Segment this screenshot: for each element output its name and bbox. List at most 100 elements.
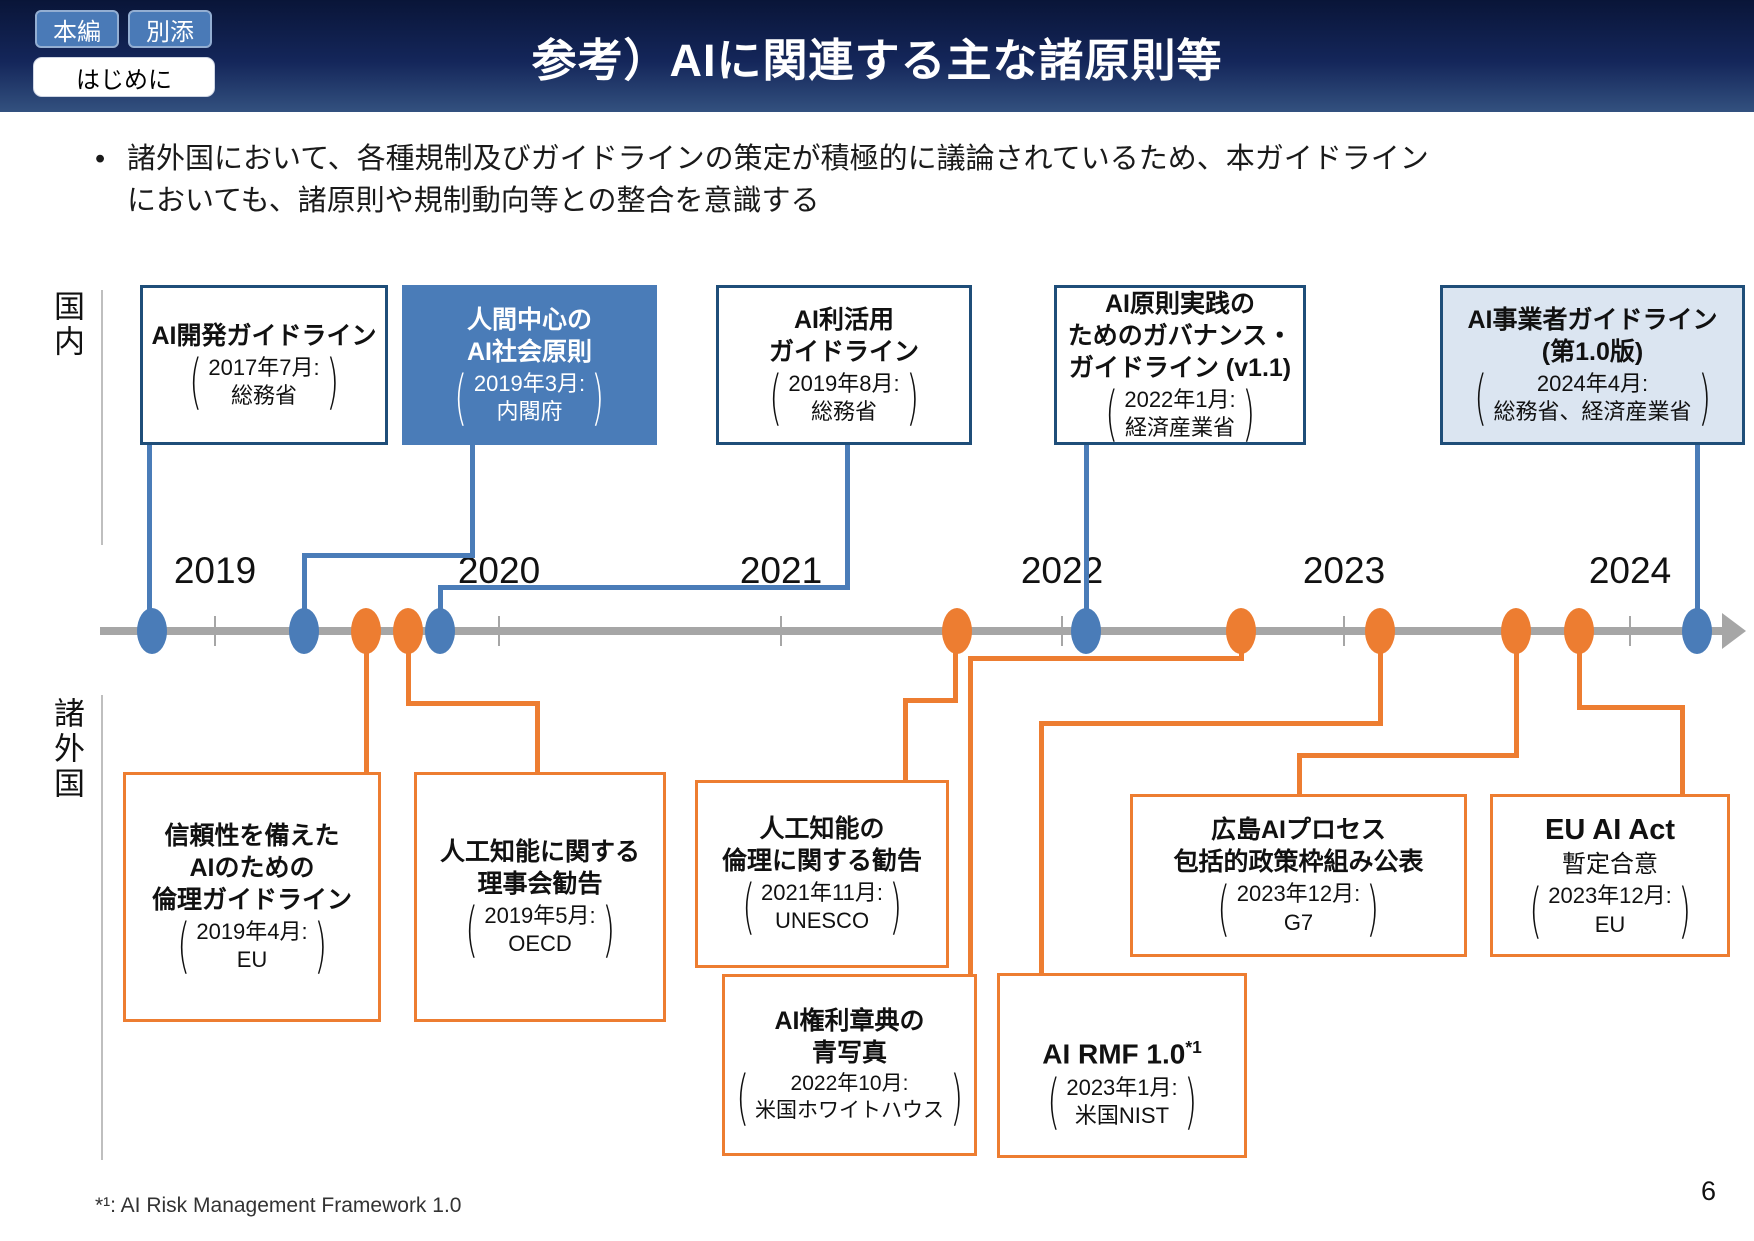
year-label-2024: 2024 xyxy=(1588,550,1672,591)
event-box-ai-utilization-guideline: AI利活用 ガイドライン ( 2019年8月: 総務省 ) xyxy=(716,285,972,445)
connector-g7-h xyxy=(1297,753,1519,758)
bracket-right: ) xyxy=(325,347,339,417)
row-label-foreign: 諸外国 xyxy=(49,697,84,802)
event-title: 人工知能に関する 理事会勧告 xyxy=(439,837,640,898)
bracket-right: ) xyxy=(313,911,327,981)
timeline-tick xyxy=(780,616,782,646)
connector-human-centric-v1 xyxy=(470,445,475,558)
intro-text: 諸外国において、各種規制及びガイドラインの策定が積極的に議論されているため、本ガ… xyxy=(127,143,1429,218)
event-date: 2023年12月: xyxy=(1236,881,1361,907)
event-date: 2023年1月: xyxy=(1066,1075,1178,1101)
connector-eu-act-v1 xyxy=(1577,631,1582,710)
connector-unesco-v1 xyxy=(953,631,958,703)
connector-g7-v1 xyxy=(1514,631,1519,758)
connector-nist-h xyxy=(1039,721,1383,726)
connector-g7-v2 xyxy=(1297,753,1302,794)
header-bar: 本編 別添 はじめに 参考）AIに関連する主な諸原則等 xyxy=(0,0,1754,112)
bracket-left: ( xyxy=(1105,379,1119,449)
dot-ai-dev-guideline xyxy=(137,608,167,654)
event-org: OECD xyxy=(508,931,572,956)
event-org: 総務省 xyxy=(810,399,877,424)
page-title: 参考）AIに関連する主な諸原則等 xyxy=(531,35,1223,86)
event-title: AI RMF 1.0*1 xyxy=(1042,1037,1202,1070)
event-title: AI権利章典の 青写真 xyxy=(774,1007,925,1067)
tab-honpen[interactable]: 本編 xyxy=(35,10,119,48)
event-box-eu-ethics-guideline: 信頼性を備えた AIのための 倫理ガイドライン ( 2019年4月: EU ) xyxy=(123,772,381,1022)
event-note: ( 2023年1月: 米国NIST ) xyxy=(1042,1067,1202,1138)
event-box-ai-bill-of-rights: AI権利章典の 青写真 ( 2022年10月: 米国ホワイトハウス ) xyxy=(722,974,977,1156)
event-title: 人工知能の 倫理に関する勧告 xyxy=(721,814,922,875)
row-divider-foreign xyxy=(101,695,103,1160)
bracket-right: ) xyxy=(889,872,903,942)
connector-eu-act-v2 xyxy=(1680,705,1685,794)
dot-oecd xyxy=(393,608,423,654)
event-date: 2024年4月: xyxy=(1536,370,1649,396)
bracket-right: ) xyxy=(1678,875,1691,946)
bracket-right: ) xyxy=(591,363,605,433)
event-box-ai-dev-guideline: AI開発ガイドライン ( 2017年7月: 総務省 ) xyxy=(140,285,388,445)
connector-governance xyxy=(1084,445,1089,631)
footnote: *¹: AI Risk Management Framework 1.0 xyxy=(95,1194,462,1217)
dot-ai-utilization xyxy=(425,608,455,654)
dot-g7 xyxy=(1501,608,1531,654)
event-note: ( 2019年4月: EU ) xyxy=(172,911,332,981)
timeline-tick xyxy=(1343,616,1345,646)
event-title: EU AI Act xyxy=(1545,814,1675,847)
connector-unesco-h xyxy=(903,698,958,703)
event-box-human-centric-principles: 人間中心の AI社会原則 ( 2019年3月: 内閣府 ) xyxy=(402,285,657,445)
event-org: EU xyxy=(1594,911,1626,937)
event-org: UNESCO xyxy=(774,908,870,933)
dot-white-house xyxy=(1226,608,1256,654)
event-box-hiroshima-ai-process: 広島AIプロセス 包括的政策枠組み公表 ( 2023年12月: G7 ) xyxy=(1130,794,1467,957)
connector-human-centric-v2 xyxy=(302,553,307,631)
connector-human-centric-h xyxy=(302,553,475,558)
connector-ai-business xyxy=(1695,445,1700,631)
event-box-eu-ai-act: EU AI Act 暫定合意 ( 2023年12月: EU ) xyxy=(1490,794,1730,957)
event-note: ( 2023年12月: G7 ) xyxy=(1212,879,1384,939)
event-subtitle: 暫定合意 xyxy=(1562,851,1658,879)
row-divider-domestic xyxy=(101,290,103,545)
event-org: 総務省、経済産業省 xyxy=(1493,399,1692,424)
bracket-left: ( xyxy=(454,363,468,433)
dot-eu-ethics xyxy=(351,608,381,654)
event-title: AI事業者ガイドライン (第1.0版) xyxy=(1467,305,1718,366)
tab-hajimeni[interactable]: はじめに xyxy=(33,57,215,97)
event-title: 人間中心の AI社会原則 xyxy=(466,305,592,366)
event-title: 広島AIプロセス 包括的政策枠組み公表 xyxy=(1173,816,1424,877)
connector-ai-dev xyxy=(147,445,152,631)
row-label-domestic: 国内 xyxy=(49,290,84,360)
timeline-tick xyxy=(214,616,216,646)
event-org: EU xyxy=(236,947,268,972)
event-note: ( 2017年7月: 総務省 ) xyxy=(184,347,344,417)
dot-eu-ai-act xyxy=(1564,608,1594,654)
connector-utilization-v1 xyxy=(845,445,850,590)
bracket-left: ( xyxy=(1047,1067,1061,1138)
event-date: 2019年4月: xyxy=(196,918,308,944)
tab-betten[interactable]: 別添 xyxy=(128,10,212,48)
footnote-ref: *1 xyxy=(1185,1037,1202,1058)
dot-human-centric xyxy=(289,608,319,654)
connector-white-house-v2 xyxy=(968,656,973,974)
event-note: ( 2021年11月: UNESCO ) xyxy=(737,872,908,942)
year-label-2023: 2023 xyxy=(1302,550,1386,591)
bracket-right: ) xyxy=(950,1063,964,1133)
bracket-left: ( xyxy=(1529,875,1542,946)
event-date: 2023年12月: xyxy=(1548,883,1672,909)
bracket-right: ) xyxy=(1241,379,1255,449)
connector-eu-act-h xyxy=(1577,705,1685,710)
bracket-right: ) xyxy=(601,895,615,965)
dot-ai-business-guideline xyxy=(1682,608,1712,654)
dot-governance xyxy=(1071,608,1101,654)
event-box-oecd-recommendation: 人工知能に関する 理事会勧告 ( 2019年5月: OECD ) xyxy=(414,772,666,1022)
intro-paragraph: • 諸外国において、各種規制及びガイドラインの策定が積極的に議論されているため、… xyxy=(95,138,1460,222)
bracket-left: ( xyxy=(1474,363,1488,433)
connector-white-house-h xyxy=(968,656,1244,661)
connector-oecd-v2 xyxy=(535,701,540,772)
event-note: ( 2019年8月: 総務省 ) xyxy=(764,368,924,428)
bracket-right: ) xyxy=(1183,1067,1197,1138)
bracket-left: ( xyxy=(465,895,479,965)
event-title: AI開発ガイドライン xyxy=(151,321,377,350)
event-org: 経済産業省 xyxy=(1124,415,1235,440)
event-org: G7 xyxy=(1283,909,1314,935)
